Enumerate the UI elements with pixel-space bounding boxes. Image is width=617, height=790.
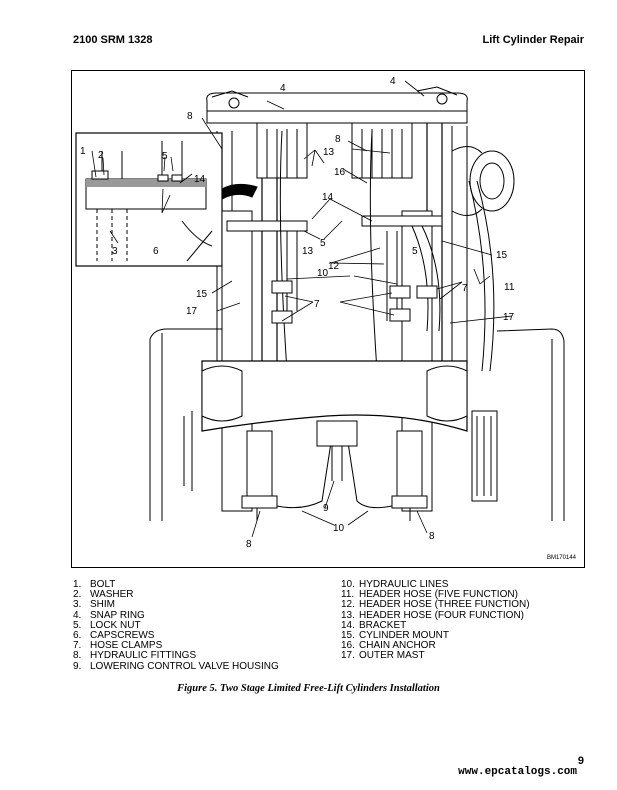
leader-lines	[91, 80, 513, 538]
section-title: Lift Cylinder Repair	[482, 34, 584, 46]
callout-15: 15	[196, 289, 208, 300]
callout-13: 13	[302, 246, 314, 257]
callout-12: 12	[328, 261, 340, 272]
legend-right: 10.HYDRAULIC LINES 11.HEADER HOSE (FIVE …	[341, 579, 530, 662]
legend-item: 8.HYDRAULIC FITTINGS	[73, 650, 197, 662]
figure-frame: 4 4 8 8 1 2 5 3 14 6 13 14 16 5 5 13 10 …	[71, 70, 585, 568]
callout-15: 15	[496, 250, 508, 261]
callout-5: 5	[412, 246, 418, 257]
legend-item: 4.SNAP RING	[73, 609, 145, 621]
callout-17: 17	[503, 312, 515, 323]
legend-item: 10.HYDRAULIC LINES	[341, 579, 449, 590]
legend-item: 12.HEADER HOSE (THREE FUNCTION)	[341, 599, 530, 611]
doc-code: 2100 SRM 1328	[73, 34, 153, 46]
callout-2: 2	[98, 150, 104, 161]
legend-item: 9.LOWERING CONTROL VALVE HOUSING	[73, 660, 279, 672]
legend-item: 16.CHAIN ANCHOR	[341, 640, 436, 652]
callout-labels: 4 4 8 8 1 2 5 3 14 6 13 14 16 5 5 13 10 …	[80, 76, 515, 550]
legend-item: 7.HOSE CLAMPS	[73, 640, 163, 652]
legend-left: 1.BOLT 2.WASHER 3.SHIM 4.SNAP RING 5.LOC…	[73, 579, 279, 672]
callout-5: 5	[320, 238, 326, 249]
crosshead	[206, 86, 468, 179]
callout-4: 4	[280, 83, 286, 94]
callout-8: 8	[246, 539, 252, 550]
legend-item: 3.SHIM	[73, 599, 115, 611]
legend-item: 11.HEADER HOSE (FIVE FUNCTION)	[341, 589, 518, 601]
callout-6: 6	[153, 246, 159, 257]
legend-item: 6.CAPSCREWS	[73, 630, 155, 642]
legend-item: 5.LOCK NUT	[73, 619, 141, 631]
callout-8: 8	[335, 134, 341, 145]
figure-caption: Figure 5. Two Stage Limited Free-Lift Cy…	[177, 683, 440, 694]
callout-5: 5	[162, 151, 168, 162]
callout-14: 14	[322, 192, 334, 203]
callout-10: 10	[333, 523, 345, 534]
callout-10: 10	[317, 268, 329, 279]
callout-1: 1	[80, 146, 86, 157]
legend-item: 1.BOLT	[73, 579, 116, 590]
detail-inset	[75, 132, 258, 267]
callout-8: 8	[187, 111, 193, 122]
callout-7: 7	[462, 283, 468, 294]
callout-4: 4	[390, 76, 396, 87]
callout-8: 8	[429, 531, 435, 542]
legend-item: 14.BRACKET	[341, 619, 407, 631]
watermark: www.epcatalogs.com	[458, 766, 577, 778]
legend-item: 13.HEADER HOSE (FOUR FUNCTION)	[341, 609, 524, 621]
figure-code: BM170144	[546, 555, 576, 561]
mast-illustration: 4 4 8 8 1 2 5 3 14 6 13 14 16 5 5 13 10 …	[75, 76, 565, 550]
callout-3: 3	[112, 246, 118, 257]
page-number: 9	[577, 755, 584, 767]
legend-item: 15.CYLINDER MOUNT	[341, 630, 450, 642]
legend-item: 2.WASHER	[73, 589, 134, 601]
callout-11: 11	[504, 282, 515, 293]
callout-7: 7	[314, 299, 320, 310]
callout-13: 13	[323, 147, 335, 158]
callout-17: 17	[186, 306, 198, 317]
callout-16: 16	[334, 167, 346, 178]
legend-item: 17.OUTER MAST	[341, 650, 425, 662]
callout-9: 9	[323, 503, 329, 514]
carriage	[183, 360, 498, 521]
callout-14: 14	[194, 174, 206, 185]
